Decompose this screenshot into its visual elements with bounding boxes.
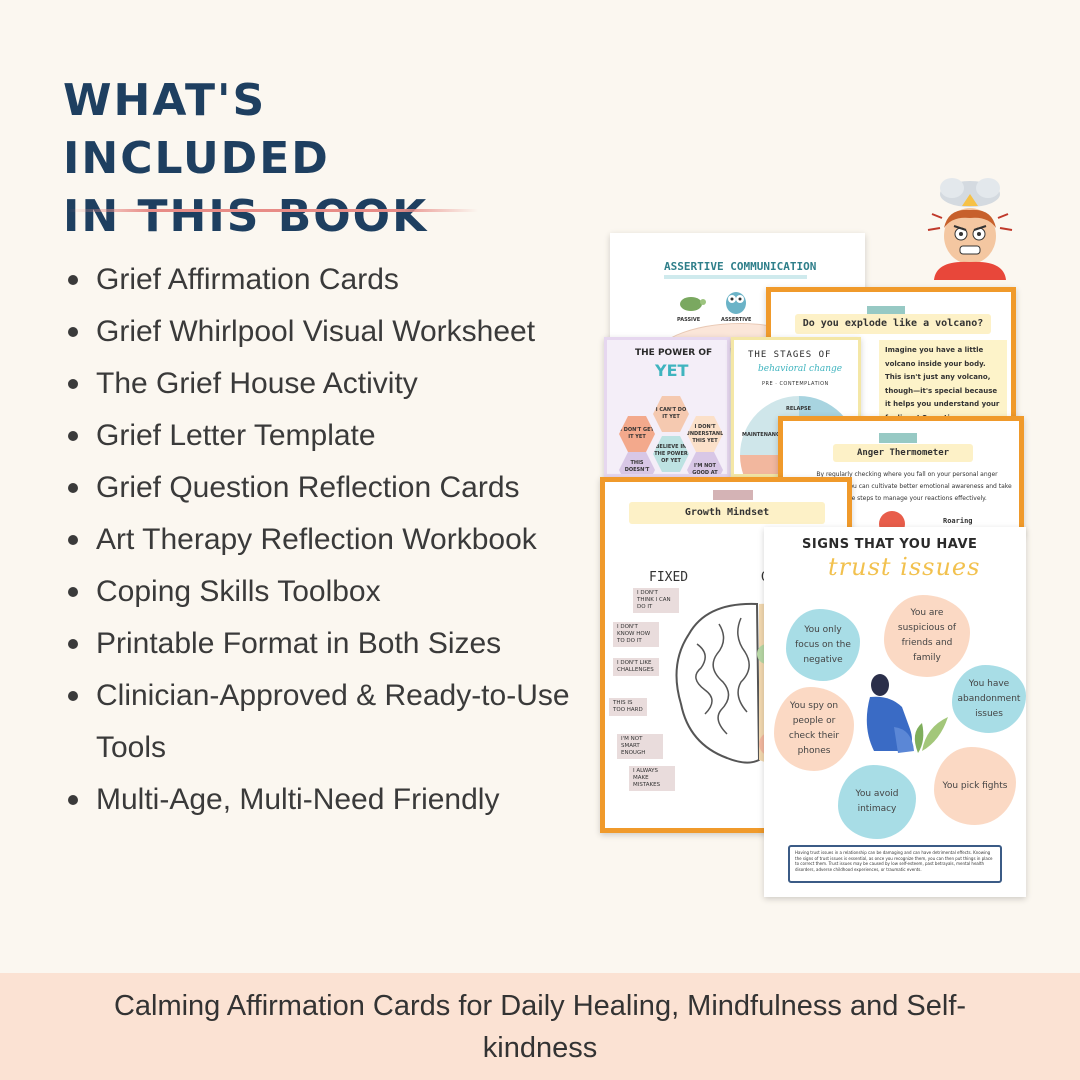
- fixed-label: FIXED: [649, 570, 689, 585]
- heading-line-2: IN THIS BOOK: [63, 191, 429, 242]
- heading-divider: [68, 209, 478, 212]
- bullet-icon: [68, 483, 78, 493]
- trust-bubble: You pick fights: [934, 747, 1016, 825]
- trust-bubble: You spy on people or check their phones: [774, 687, 854, 771]
- hex-card: BELIEVE IN THE POWER OF YET: [653, 436, 689, 472]
- feature-item: Grief Letter Template: [68, 410, 588, 462]
- trust-bubble: You have abandonment issues: [952, 665, 1026, 733]
- washi-tape: [867, 306, 905, 316]
- feature-item: The Grief House Activity: [68, 358, 588, 410]
- sheet-subtitle-script: behavioral change: [758, 364, 843, 374]
- page-heading: WHAT'S INCLUDED IN THIS BOOK: [63, 72, 543, 246]
- feature-item: Grief Question Reflection Cards: [68, 462, 588, 514]
- angry-child-illustration: [927, 178, 1013, 280]
- bullet-icon: [68, 275, 78, 285]
- fixed-mindset-tag: THIS IS TOO HARD: [609, 698, 647, 716]
- sheet-title-accent: YET: [655, 361, 689, 380]
- bullet-icon: [68, 691, 78, 701]
- thermometer-icon: [879, 511, 905, 531]
- sheet-body: Imagine you have a little volcano inside…: [879, 340, 1007, 422]
- stage-label: MAINTENANCE: [742, 432, 784, 438]
- feature-item: Printable Format in Both Sizes: [68, 618, 588, 670]
- bullet-icon: [68, 327, 78, 337]
- trust-bubble: You only focus on the negative: [786, 609, 860, 681]
- feature-item: Art Therapy Reflection Workbook: [68, 514, 588, 566]
- bullet-icon: [68, 379, 78, 389]
- washi-tape: [879, 433, 917, 443]
- trust-footnote: Having trust issues in a relationship ca…: [788, 845, 1002, 883]
- trust-bubble: You avoid intimacy: [838, 765, 916, 839]
- hex-card: I DON'T GET IT YET: [619, 416, 655, 452]
- fixed-mindset-tag: I DON'T THINK I CAN DO IT: [633, 588, 679, 613]
- sheet-title: Anger Thermometer: [833, 444, 973, 462]
- sheet-title: SIGNS THAT YOU HAVE: [802, 537, 978, 552]
- sheet-title: ASSERTIVE COMMUNICATION: [664, 260, 817, 273]
- bullet-icon: [68, 795, 78, 805]
- washi-tape: [713, 490, 753, 500]
- owl-icon: [726, 292, 746, 314]
- sheet-title: Growth Mindset: [629, 502, 825, 524]
- hex-card: THIS DOESN'T MAKE: [619, 452, 655, 474]
- stage-label: PRE · CONTEMPLATION: [762, 381, 829, 387]
- fixed-mindset-tag: I ALWAYS MAKE MISTAKES: [629, 766, 675, 791]
- sheet-title: THE POWER OF: [635, 348, 713, 358]
- sitting-person-illustration: [866, 674, 948, 753]
- trust-issues-sheet: SIGNS THAT YOU HAVE trust issues You onl…: [764, 527, 1026, 897]
- footer-tagline: Calming Affirmation Cards for Daily Heal…: [113, 989, 967, 1064]
- sheet-body: By regularly checking where you fall on …: [802, 471, 1012, 502]
- fixed-mindset-tag: I DON'T KNOW HOW TO DO IT: [613, 622, 659, 647]
- stage-label: RELAPSE: [786, 406, 812, 412]
- feature-list: Grief Affirmation Cards Grief Whirlpool …: [68, 254, 588, 826]
- passive-label: PASSIVE: [677, 317, 701, 323]
- feature-item: Grief Affirmation Cards: [68, 254, 588, 306]
- bullet-icon: [68, 639, 78, 649]
- fixed-mindset-tag: I DON'T LIKE CHALLENGES: [613, 658, 659, 676]
- hex-card: I'M NOT GOOD AT: [687, 452, 723, 474]
- feature-item: Coping Skills Toolbox: [68, 566, 588, 618]
- sheet-title: THE STAGES OF: [748, 350, 832, 360]
- heading-line-1: WHAT'S INCLUDED: [63, 75, 330, 184]
- bullet-icon: [68, 431, 78, 441]
- bullet-icon: [68, 535, 78, 545]
- feature-item: Multi-Age, Multi-Need Friendly: [68, 774, 588, 826]
- sheet-subtitle-script: trust issues: [828, 553, 981, 581]
- fixed-mindset-tag: I'M NOT SMART ENOUGH: [617, 734, 663, 759]
- footer-banner: Calming Affirmation Cards for Daily Heal…: [0, 973, 1080, 1080]
- feature-item: Clinician-Approved & Ready-to-Use Tools: [68, 670, 588, 774]
- hex-card: I CAN'T DO IT YET: [653, 396, 689, 432]
- level-label: Roaring: [943, 517, 973, 525]
- turtle-icon: [680, 297, 706, 311]
- trust-bubble: You are suspicious of friends and family: [884, 595, 970, 677]
- sheet-title: Do you explode like a volcano?: [795, 314, 991, 334]
- power-of-yet-sheet: THE POWER OF YET I CAN'T DO IT YET I DON…: [604, 337, 730, 477]
- hex-card: I DON'T UNDERSTAND THIS YET: [687, 416, 723, 452]
- title-underline: [664, 275, 807, 279]
- bullet-icon: [68, 587, 78, 597]
- feature-item: Grief Whirlpool Visual Worksheet: [68, 306, 588, 358]
- assertive-label: ASSERTIVE: [721, 317, 752, 323]
